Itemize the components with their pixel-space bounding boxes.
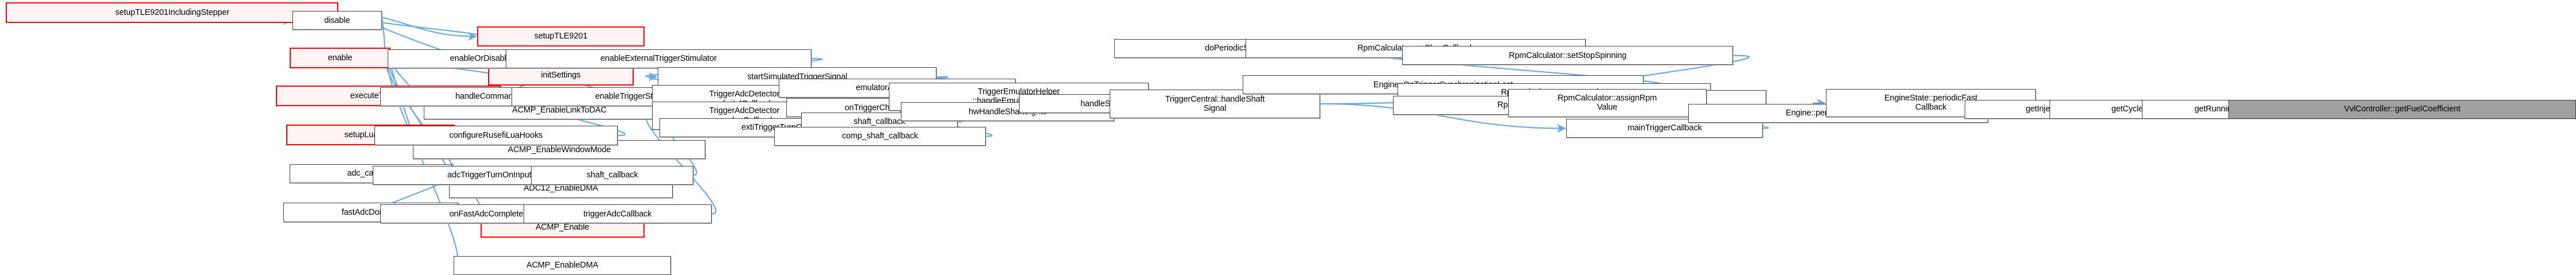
graph-node[interactable]: TriggerCentral::handleShaft Signal: [1110, 89, 1320, 118]
graph-node[interactable]: ACMP_EnableDMA: [453, 255, 672, 275]
graph-node[interactable]: VvlController::getFuelCoefficient: [2228, 99, 2576, 119]
graph-node[interactable]: RpmCalculator::setStopSpinning: [1402, 46, 1734, 65]
graph-node[interactable]: disable: [292, 11, 382, 30]
graph-node[interactable]: shaft_callback: [530, 165, 694, 185]
graph-node[interactable]: RpmCalculator::assignRpm Value: [1508, 88, 1707, 118]
graph-node[interactable]: setupTLE9201IncludingStepper: [6, 2, 339, 24]
graph-node[interactable]: initSettings: [487, 65, 634, 86]
graph-node[interactable]: enable: [289, 47, 391, 68]
graph-edge: [375, 16, 485, 37]
graph-node[interactable]: configureRusefiLuaHooks: [374, 126, 618, 145]
graph-node[interactable]: triggerAdcCallback: [523, 204, 712, 224]
graph-node[interactable]: comp_shaft_callback: [774, 126, 986, 146]
graph-node[interactable]: EngineState::periodicFast Callback: [1825, 88, 2036, 118]
graph-node[interactable]: setupTLE9201: [477, 26, 645, 47]
graph-node[interactable]: enableExternalTriggerStimulator: [505, 49, 811, 68]
